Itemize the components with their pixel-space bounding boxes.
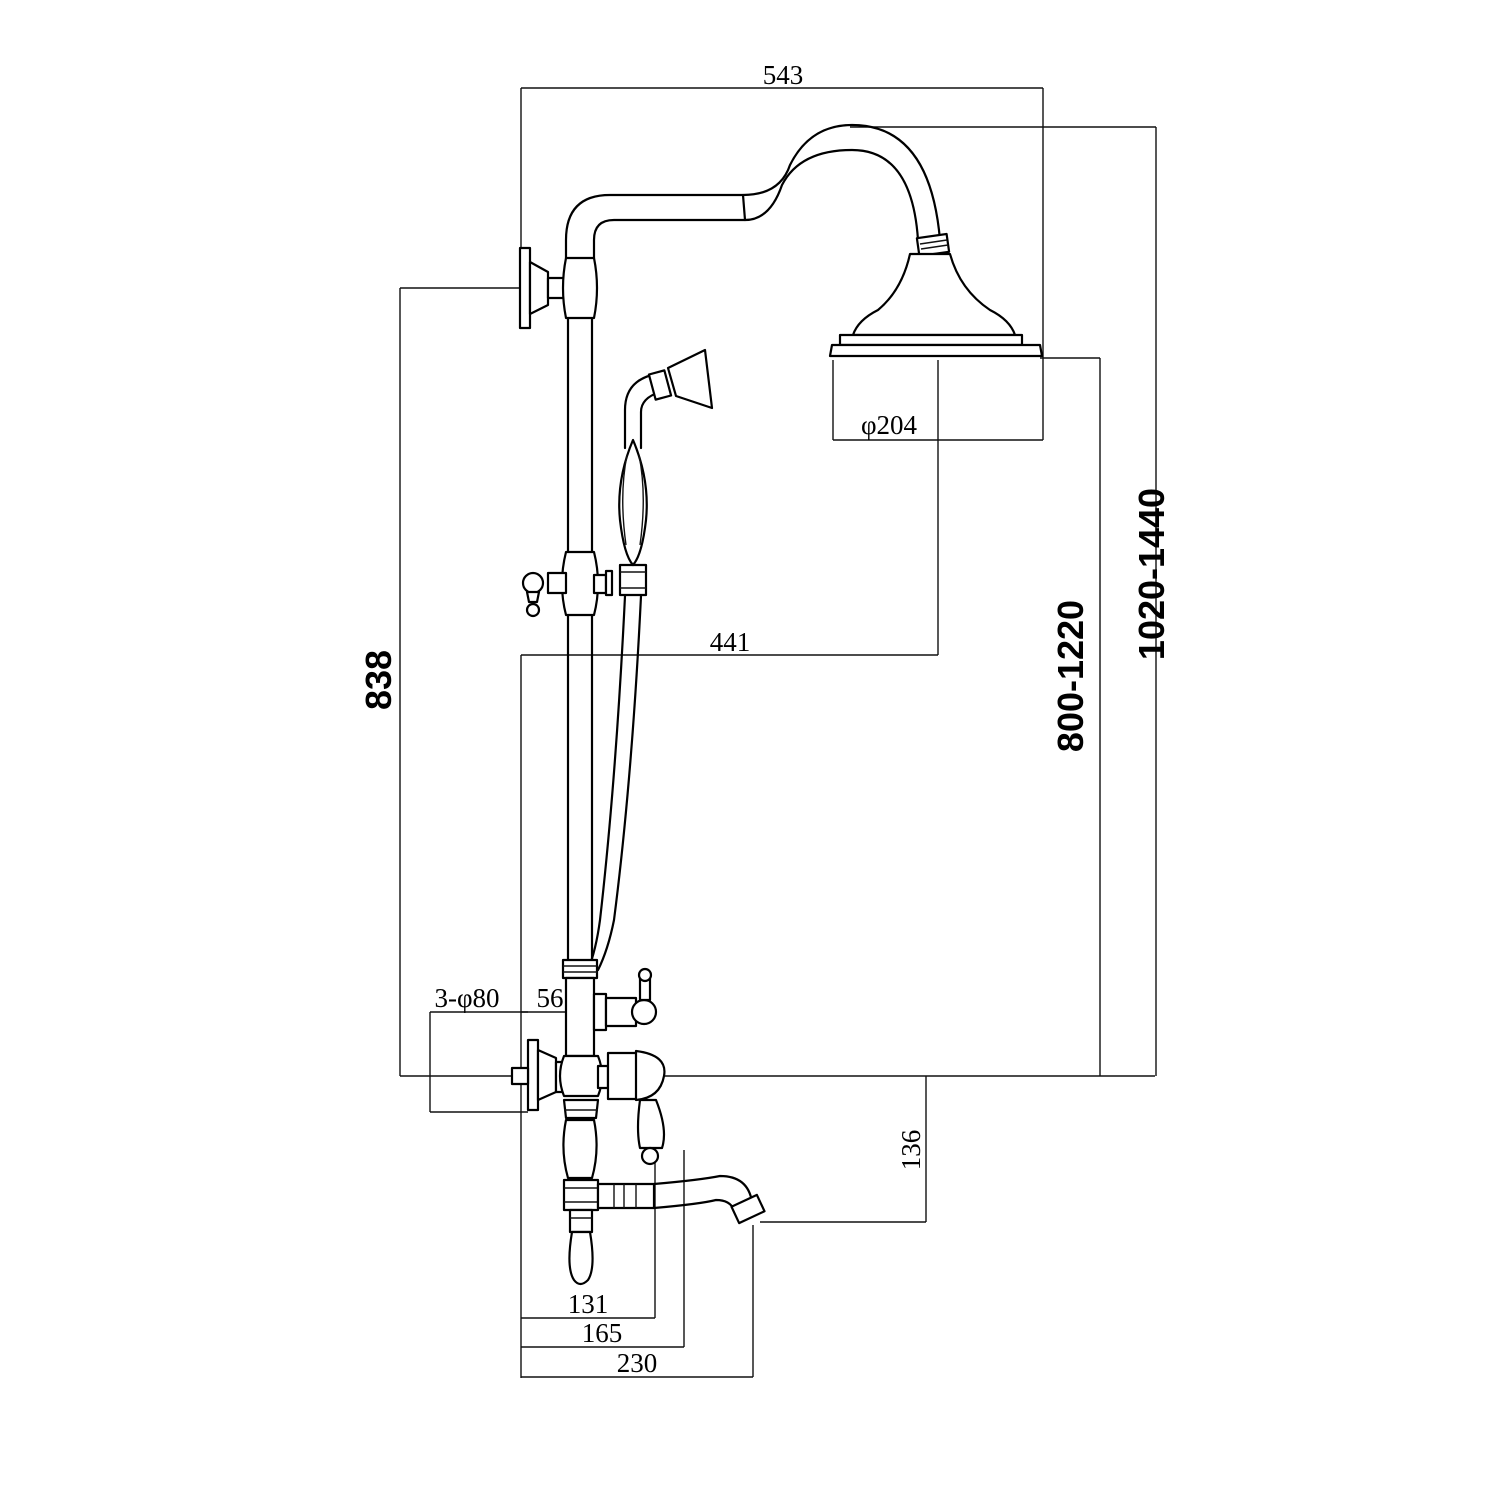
dim-total-height-range: 1020-1440 bbox=[1131, 488, 1172, 660]
dim-head-height-range: 800-1220 bbox=[1050, 600, 1091, 752]
dim-spout-230: 230 bbox=[617, 1348, 658, 1378]
arm-connector-nut bbox=[915, 232, 951, 258]
riser-rail bbox=[561, 256, 599, 964]
dim-escutcheon-depth: 56 bbox=[537, 983, 564, 1013]
upper-wall-bracket bbox=[518, 246, 568, 330]
dim-escutcheon: 3-φ80 bbox=[434, 983, 499, 1013]
handset-slider-holder bbox=[521, 550, 614, 618]
hand-shower bbox=[618, 348, 714, 597]
dim-bracket-height: 838 bbox=[358, 650, 399, 710]
dimension-labels: 543 φ204 441 3-φ80 56 131 165 230 136 83… bbox=[358, 60, 1172, 1378]
dim-spout-height: 136 bbox=[896, 1130, 926, 1171]
rain-shower-head bbox=[828, 252, 1044, 358]
dim-spout-165: 165 bbox=[582, 1318, 623, 1348]
shower-head-arm bbox=[564, 123, 942, 260]
dim-head-diameter: φ204 bbox=[861, 410, 918, 440]
bath-spout bbox=[562, 1174, 766, 1225]
dimension-lines bbox=[399, 87, 1157, 1378]
dim-spout-131: 131 bbox=[568, 1289, 609, 1319]
shower-hose bbox=[586, 594, 643, 972]
mixer-valve-body bbox=[510, 958, 666, 1180]
lower-diverter-handle bbox=[568, 1208, 594, 1286]
dim-head-offset: 441 bbox=[710, 627, 751, 657]
dim-width-total: 543 bbox=[763, 60, 804, 90]
